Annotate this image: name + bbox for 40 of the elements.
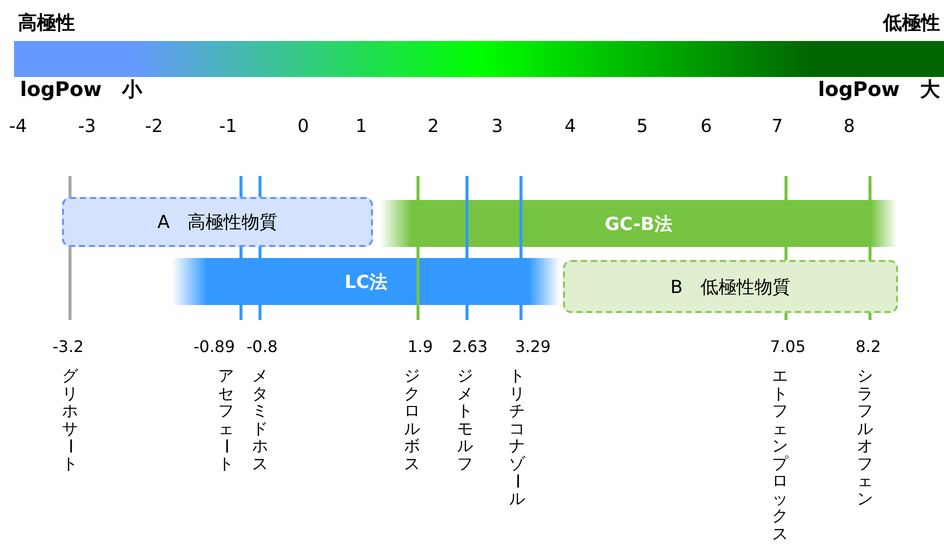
logpow-value: 8.2 — [856, 337, 881, 356]
compound-name: ジメトモルフ — [456, 367, 474, 472]
compound-name: エトフェンプロックス — [771, 367, 790, 542]
tick-label: -1 — [219, 116, 237, 137]
logpow-value: 2.63 — [452, 337, 488, 356]
compound-name: トリチコナゾール — [507, 367, 527, 507]
logpow-value: -0.89 — [194, 337, 235, 356]
tick-label: -3 — [78, 116, 96, 137]
compound-name: グリホサート — [60, 367, 80, 472]
tick-label: 5 — [636, 116, 648, 137]
logpow-value: 1.9 — [408, 337, 433, 356]
logpow-label: logPow 大 — [818, 76, 940, 103]
band-label: GC-B法 — [604, 212, 672, 236]
tick-label: 7 — [772, 116, 783, 137]
tick-label: 4 — [564, 116, 576, 137]
tick-label: 1 — [356, 116, 367, 137]
tick-label: 8 — [844, 116, 855, 137]
compound-name: アセフェート — [216, 367, 236, 472]
band-label: B 低極性物質 — [670, 276, 791, 298]
polarity-label: 高極性 — [18, 11, 75, 36]
band-label: A 高極性物質 — [157, 211, 278, 234]
logpow-value: -3.2 — [52, 337, 84, 356]
substance-band — [62, 197, 373, 247]
substance-band — [563, 260, 898, 313]
band-label: LC法 — [344, 270, 388, 294]
tick-label: 2 — [428, 116, 439, 137]
polarity-label: 低極性 — [883, 11, 940, 36]
logpow-label: logPow 小 — [20, 76, 142, 103]
logpow-value: 3.29 — [515, 337, 551, 356]
logpow-value: -0.8 — [246, 337, 278, 356]
tick-label: -2 — [145, 116, 163, 137]
compound-name: ジクロルボス — [403, 367, 421, 472]
color-scale-bar — [14, 41, 944, 77]
tick-label: 6 — [700, 116, 712, 137]
compound-name: シラフルオフェン — [856, 367, 874, 507]
compound-name: メタミドホス — [251, 367, 269, 472]
tick-label: 0 — [298, 116, 309, 137]
tick-label: 3 — [492, 116, 503, 137]
logpow-value: 7.05 — [770, 337, 806, 356]
tick-label: -4 — [9, 116, 27, 137]
